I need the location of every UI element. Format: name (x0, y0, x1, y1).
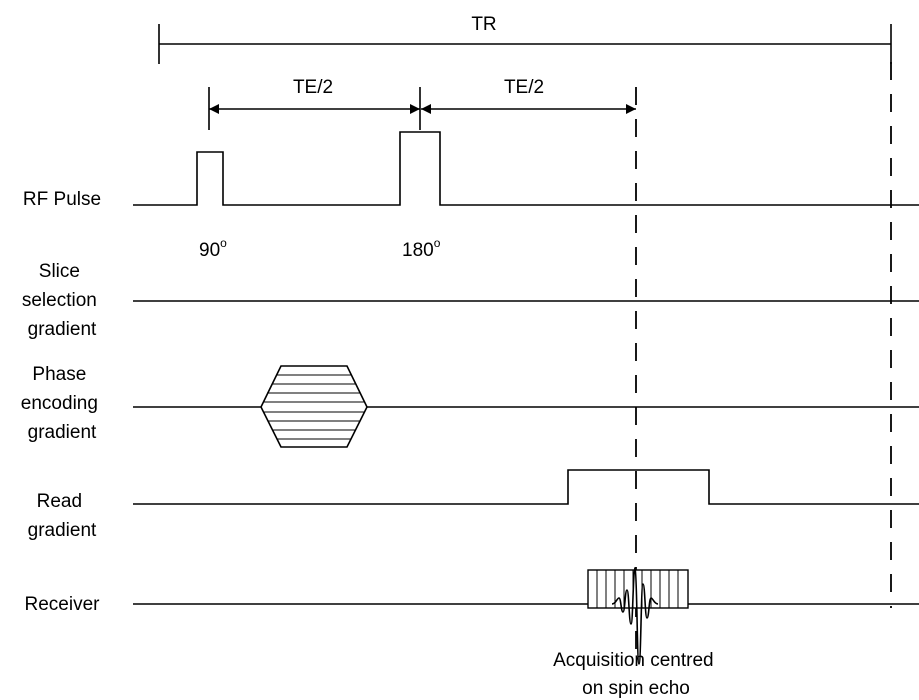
te-half-span-1: TE/2 (208, 77, 421, 130)
te-half-span-2: TE/2 (421, 77, 636, 114)
row-label-read-gradient: Read gradient (28, 491, 97, 541)
tr-span: TR (158, 14, 892, 64)
acquisition-window (587, 569, 689, 609)
phase-encoding-table (260, 365, 368, 448)
rf-pulse-waveform (133, 131, 919, 206)
te-half-label-1: TE/2 (293, 77, 333, 98)
pulse-label-180: 180o (402, 236, 441, 261)
read-gradient-waveform (133, 469, 919, 505)
te-half-label-2: TE/2 (504, 77, 544, 98)
row-label-phase-encoding-gradient: Phase encoding gradient (21, 364, 103, 443)
spin-echo-signal (611, 566, 659, 665)
acquisition-annotation: Acquisition centred on spin echo (553, 650, 719, 699)
tr-label: TR (471, 14, 496, 35)
row-label-receiver: Receiver (25, 594, 101, 615)
row-label-slice-selection-gradient: Slice selection gradient (22, 261, 102, 340)
row-label-rf-pulse: RF Pulse (23, 189, 101, 210)
pulse-label-90: 90o (199, 236, 227, 261)
